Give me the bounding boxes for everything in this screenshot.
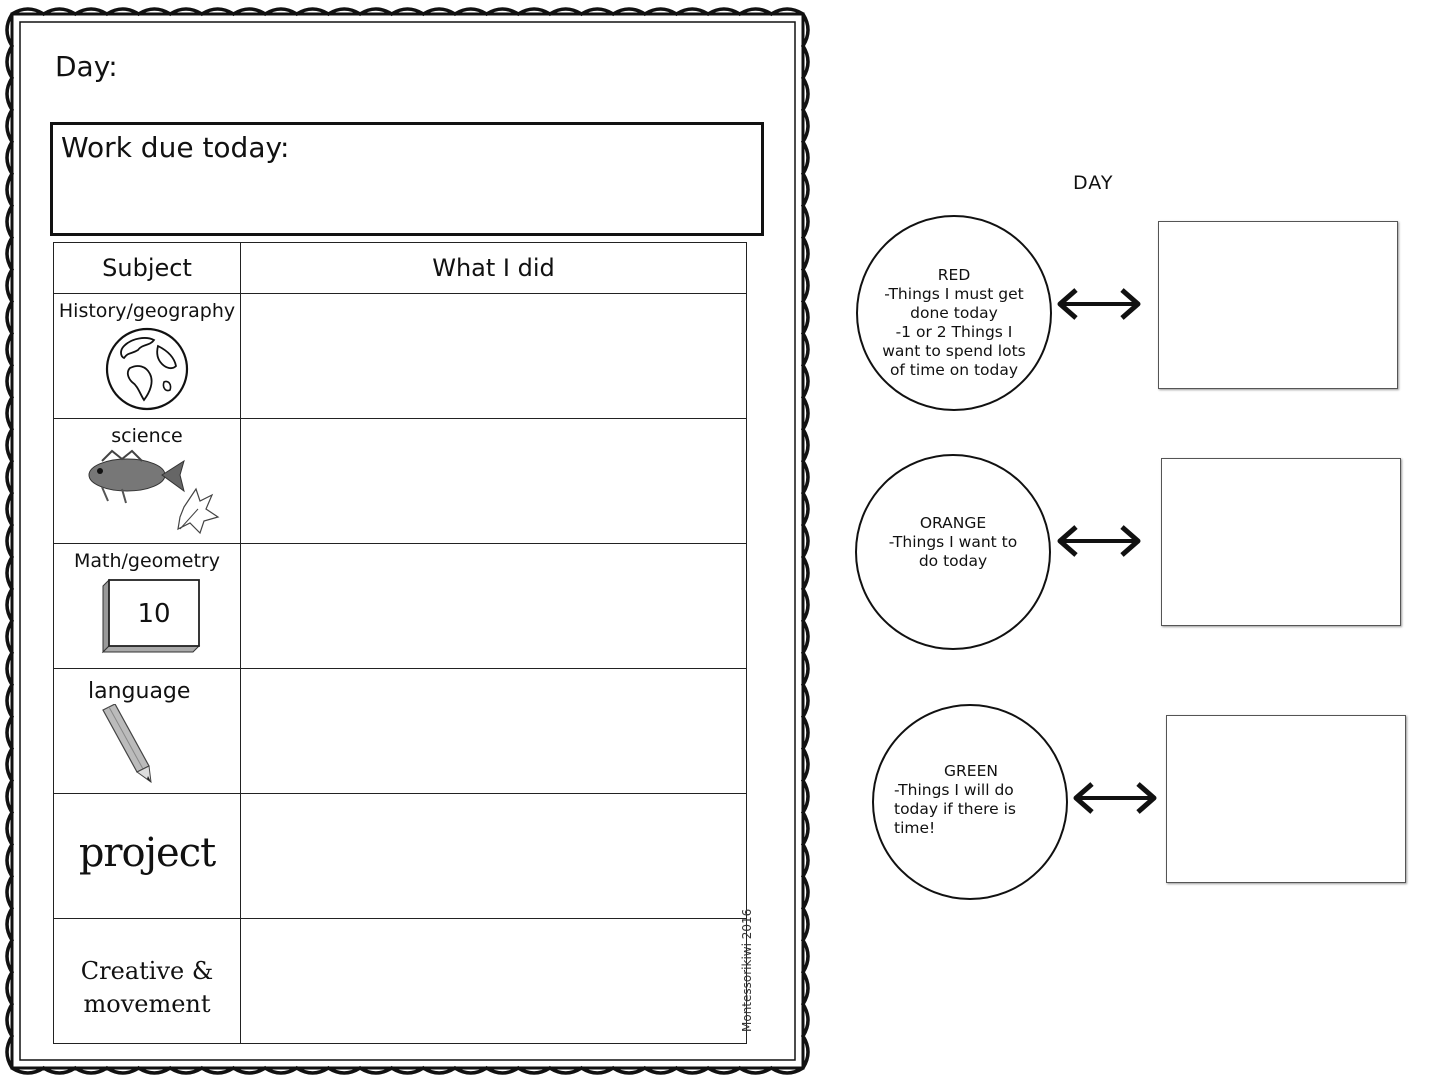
work-due-label: Work due today: [61, 131, 290, 164]
what-i-did-cell[interactable] [240, 793, 747, 919]
red-line-1: -Things I must get [884, 285, 1024, 303]
subject-science: science [111, 425, 183, 447]
ten-block-icon: 10 [101, 578, 201, 654]
subject-history-geography: History/geography [58, 300, 236, 322]
subject-creative-line1: Creative & [80, 957, 214, 985]
red-line-3: -1 or 2 Things I [895, 323, 1013, 341]
orange-line-2: do today [918, 552, 988, 570]
green-line-3: time! [894, 819, 936, 837]
subject-creative-movement: Creative & movement [54, 919, 240, 1021]
green-line-2: today if there is [894, 800, 1017, 818]
double-arrow-icon [1057, 288, 1141, 320]
red-line-0: RED [937, 266, 971, 284]
work-due-box: Work due today: [50, 122, 764, 236]
subject-creative-line2: movement [83, 990, 211, 1018]
subject-table: Subject What I did History/geography sci… [53, 242, 747, 1044]
red-circle: RED -Things I must get done today -1 or … [856, 215, 1052, 411]
what-i-did-cell[interactable] [240, 668, 747, 794]
scalloped-border [5, 7, 810, 1075]
green-circle: GREEN -Things I will do today if there i… [872, 704, 1068, 900]
day-label: Day: [55, 50, 118, 83]
ten-block-label: 10 [137, 599, 170, 629]
subject-header: Subject [53, 242, 241, 294]
subject-project: project [78, 830, 216, 876]
table-header-row: Subject What I did [53, 242, 747, 294]
what-i-did-header: What I did [240, 242, 747, 294]
orange-line-1: -Things I want to [888, 533, 1018, 551]
fish-and-leaf-icon [88, 449, 220, 535]
key-title: DAY [1073, 172, 1114, 194]
red-line-5: of time on today [889, 361, 1019, 379]
credit-text: Montessorikiwi 2016 [740, 908, 754, 1032]
red-line-2: done today [910, 304, 998, 322]
green-note-box[interactable] [1166, 715, 1406, 883]
orange-line-0: ORANGE [919, 514, 987, 532]
table-row: History/geography [53, 293, 747, 419]
subject-language: language [88, 679, 191, 704]
subject-math-geometry: Math/geometry [73, 550, 220, 572]
green-line-0: GREEN [944, 762, 998, 780]
table-row: science [53, 418, 747, 544]
what-i-did-cell[interactable] [240, 418, 747, 544]
globe-icon [105, 327, 189, 411]
pencil-icon [102, 703, 152, 784]
orange-circle: ORANGE -Things I want to do today [855, 454, 1051, 650]
what-i-did-cell[interactable] [240, 918, 747, 1044]
double-arrow-icon [1073, 782, 1157, 814]
table-row: project [53, 793, 747, 919]
table-row: language [53, 668, 747, 794]
orange-note-box[interactable] [1161, 458, 1401, 626]
what-i-did-cell[interactable] [240, 293, 747, 419]
what-i-did-cell[interactable] [240, 543, 747, 669]
red-line-4: want to spend lots [882, 342, 1026, 360]
table-row: Math/geometry 10 [53, 543, 747, 669]
table-row: Creative & movement [53, 918, 747, 1044]
double-arrow-icon [1057, 525, 1141, 557]
red-note-box[interactable] [1158, 221, 1398, 389]
green-line-1: -Things I will do [894, 781, 1014, 799]
